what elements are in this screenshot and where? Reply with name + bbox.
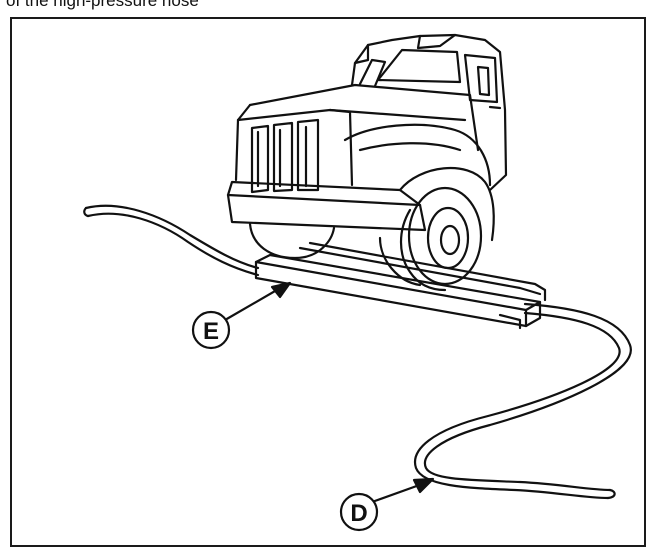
- callout-e-leader-line: [223, 285, 284, 322]
- hose-icon: [83, 204, 632, 500]
- callout-e: E: [191, 281, 292, 350]
- cropped-caption-text: of the high-pressure hose: [6, 0, 199, 10]
- callout-d-circle: [339, 492, 379, 532]
- callout-d-label: D: [350, 500, 367, 527]
- callout-e-arrow-icon: [270, 281, 292, 299]
- truck-icon: [226, 33, 508, 292]
- callout-d-arrow-icon: [412, 477, 435, 494]
- callout-e-circle: [191, 310, 231, 350]
- callout-e-label: E: [203, 318, 219, 345]
- wood-plank-icon: [254, 241, 547, 330]
- callout-d: D: [339, 477, 435, 532]
- figure-frame: [10, 17, 646, 547]
